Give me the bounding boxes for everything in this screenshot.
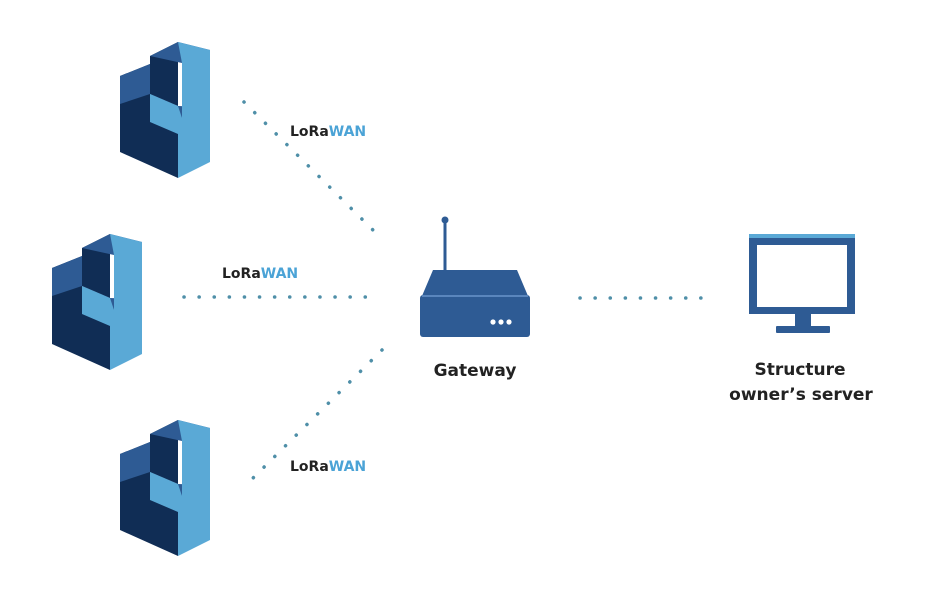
server-label-line1: Structure bbox=[755, 360, 846, 380]
lora-text: LoRa bbox=[290, 124, 329, 140]
lora-text: LoRa bbox=[290, 459, 329, 475]
wan-text: WAN bbox=[329, 459, 366, 475]
lora-text: LoRa bbox=[222, 266, 261, 282]
wan-text: WAN bbox=[261, 266, 298, 282]
lorawan-label-top: LoRaWAN bbox=[290, 124, 366, 140]
dotted-link-top bbox=[242, 100, 385, 242]
gateway-label: Gateway bbox=[434, 361, 517, 381]
server-label: Structure owner’s server bbox=[729, 360, 873, 405]
lorawan-label-middle: LoRaWAN bbox=[222, 266, 298, 282]
structure-icon-bottom bbox=[120, 420, 210, 556]
structure-icon-top bbox=[120, 42, 210, 178]
router-icon bbox=[420, 216, 530, 337]
monitor-icon bbox=[749, 234, 855, 333]
server-label-line2: owner’s server bbox=[729, 385, 873, 405]
structure-icon-middle bbox=[52, 234, 142, 370]
lorawan-label-bottom: LoRaWAN bbox=[290, 459, 366, 475]
wan-text: WAN bbox=[329, 124, 366, 140]
